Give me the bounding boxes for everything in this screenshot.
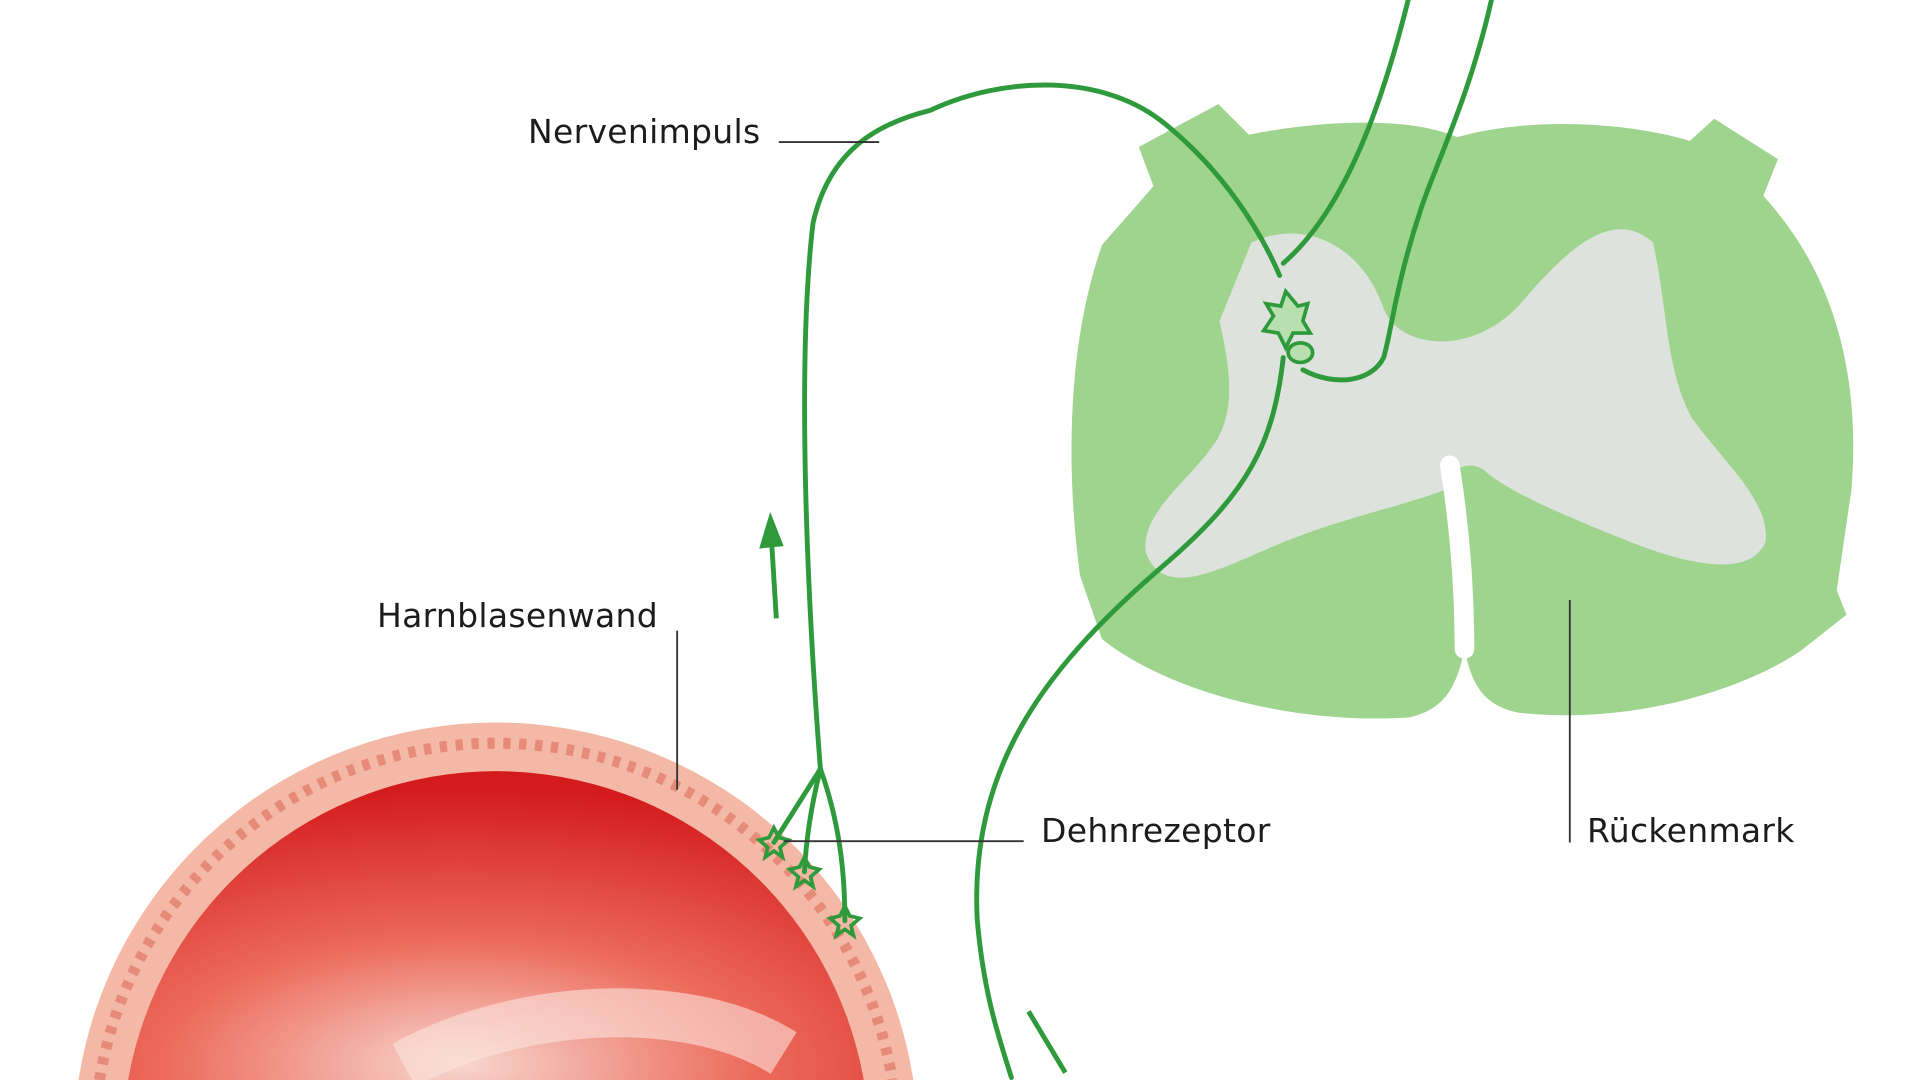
nerve-fibres <box>771 0 1494 1080</box>
arrow-up-icon <box>759 511 784 619</box>
label-spinal-cord: Rückenmark <box>1587 811 1795 850</box>
label-bladder-wall: Harnblasenwand <box>377 596 658 635</box>
arrow-down-icon <box>1026 1010 1068 1074</box>
leader-lines <box>676 141 1571 843</box>
stretch-receptors <box>755 823 864 940</box>
neuron-cells <box>1260 287 1315 365</box>
spinal-cord <box>1071 104 1854 719</box>
afferent-fibre <box>802 82 1283 772</box>
descending-fibre-2 <box>1300 0 1494 383</box>
descending-fibre-1 <box>1280 0 1411 266</box>
bladder <box>78 722 914 1080</box>
efferent-fibre <box>974 355 1286 1080</box>
label-nerve-impulse: Nervenimpuls <box>528 112 761 151</box>
label-stretch-receptor: Dehnrezeptor <box>1041 811 1271 850</box>
